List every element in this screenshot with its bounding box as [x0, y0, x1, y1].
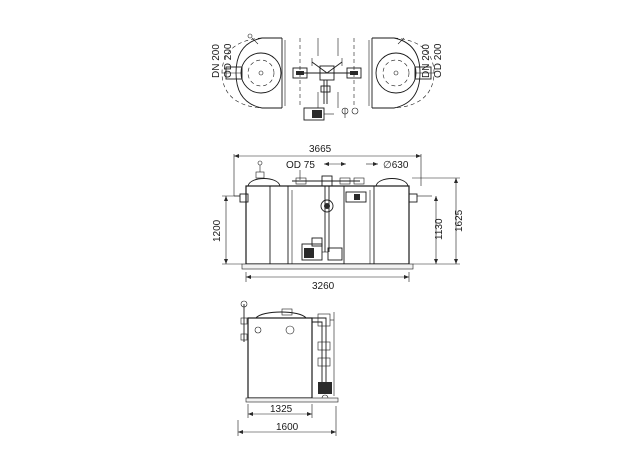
right-pipe-dn-label: DN 200: [421, 44, 432, 78]
overall-width-dimension: 3665: [309, 144, 332, 155]
manhole-diameter-label: ∅630: [383, 160, 409, 171]
plan-view: DN 200 OD 200 DN 200 OD 200: [211, 33, 444, 121]
right-pipe-od-label: OD 200: [433, 43, 444, 78]
left-pipe-od-label: OD 200: [223, 43, 234, 78]
outlet-height-dimension: 1130: [434, 218, 445, 240]
inlet-height-dimension: 1200: [212, 219, 223, 242]
side-overall-width-dimension: 1600: [276, 422, 299, 433]
pipe-od-label: OD 75: [286, 160, 315, 171]
left-pipe-dn-label: DN 200: [211, 44, 222, 78]
tank-width-dimension: 3260: [312, 281, 335, 292]
side-view: 1325 1600: [237, 300, 339, 436]
side-tank-width-dimension: 1325: [270, 404, 293, 415]
front-view: 3665 OD 75 ∅630: [212, 144, 465, 292]
total-height-dimension: 1625: [454, 209, 465, 232]
